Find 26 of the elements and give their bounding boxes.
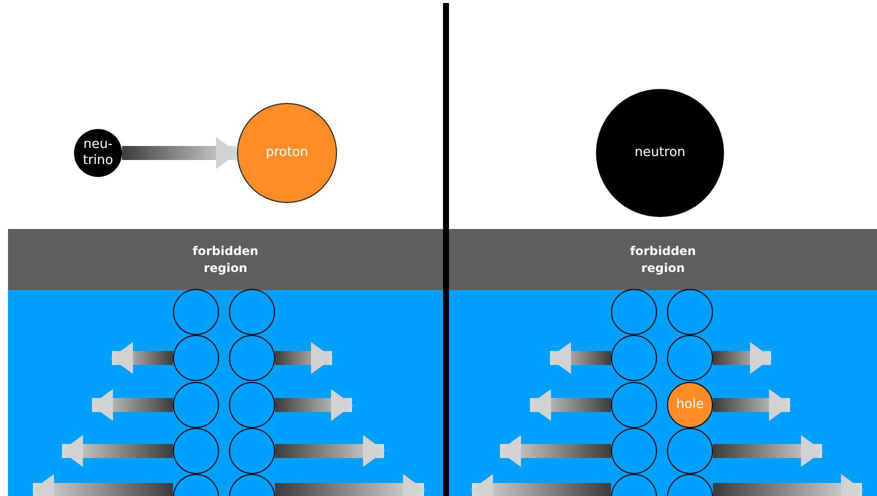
arrow	[275, 342, 333, 374]
arrow	[275, 435, 385, 467]
arrow	[549, 342, 611, 374]
arrow	[91, 389, 173, 421]
arrow	[275, 389, 353, 421]
particle-label: neu- trino	[82, 136, 114, 170]
arrow	[713, 342, 772, 374]
particle-label: proton	[266, 144, 308, 162]
forbidden-region-band	[8, 229, 443, 290]
particle-label: neutron	[634, 144, 686, 162]
arrow	[529, 389, 611, 421]
arrow	[471, 474, 611, 496]
arrow	[122, 137, 238, 169]
band-label: forbidden region	[629, 243, 697, 276]
arrow	[275, 474, 425, 496]
arrow	[713, 435, 823, 467]
arrow	[111, 342, 173, 374]
arrow	[32, 474, 173, 496]
forbidden-region-band	[449, 229, 877, 290]
band-label: forbidden region	[192, 243, 260, 276]
arrow	[499, 435, 611, 467]
particle-label: hole	[676, 396, 704, 414]
arrow	[61, 435, 173, 467]
arrow	[713, 474, 863, 496]
particle-circle	[74, 129, 122, 177]
arrow	[713, 389, 791, 421]
